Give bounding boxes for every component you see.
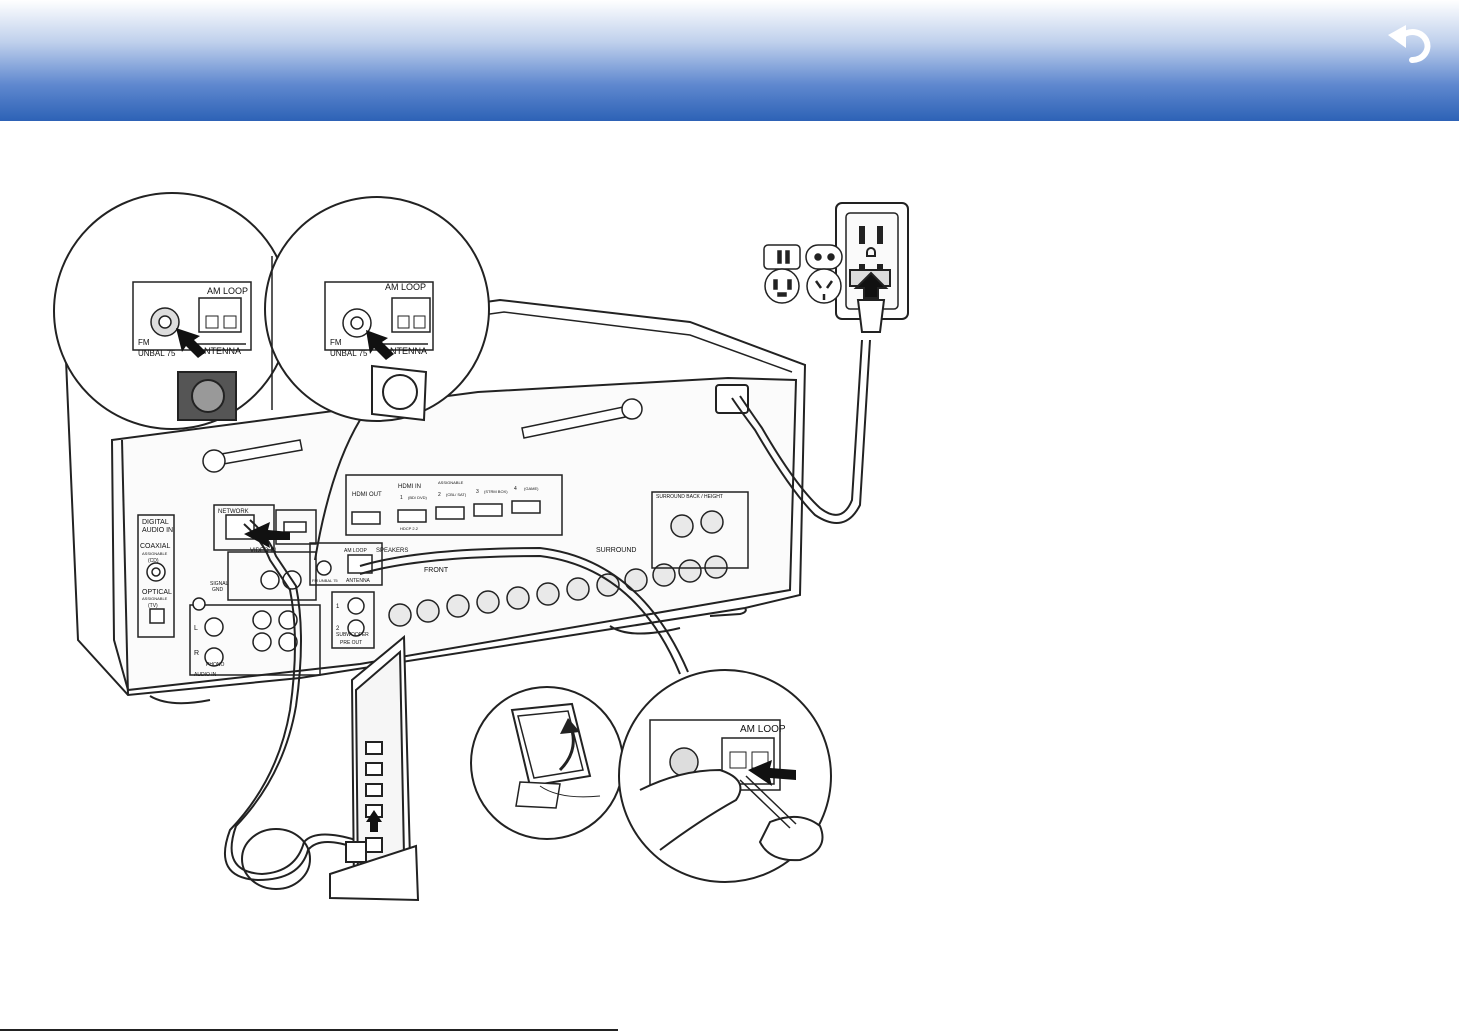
subwoofer-label: SUBWOOFER — [336, 632, 369, 638]
am-loop-label: AM LOOP — [207, 286, 248, 296]
hdmi-in-1-label: 1 — [400, 495, 403, 501]
hdmi-cbl-sat-label: (CBL/ SAT) — [446, 492, 467, 497]
wireless-antennas — [202, 398, 643, 473]
digital-audio-in-label: DIGITAL — [142, 519, 169, 526]
subwoofer-2-label: 2 — [336, 626, 340, 632]
back-button[interactable] — [1384, 22, 1436, 68]
plug-type-icon — [764, 268, 800, 304]
return-arrow-icon — [1388, 25, 1431, 64]
surround-label: SURROUND — [596, 547, 636, 554]
hdmi-in-4-label: 4 — [514, 486, 517, 492]
plug-type-icon — [763, 244, 801, 270]
wall-outlet — [835, 202, 909, 333]
power-cable — [731, 339, 871, 524]
am-loop-cable — [359, 546, 689, 675]
optical-assignable-label: ASSIGNABLE — [142, 596, 168, 601]
speaker-terminals — [388, 491, 749, 627]
coaxial-label: COAXIAL — [140, 543, 170, 550]
antenna-label: ANTENNA — [198, 346, 241, 356]
am-loop-terminal-inset: AM LOOP — [618, 669, 832, 883]
panel-antenna-label: ANTENNA — [346, 578, 371, 584]
panel-am-loop-label: AM LOOP — [344, 548, 367, 554]
hdmi-assignable-label: ASSIGNABLE — [438, 480, 464, 485]
hdmi-out-label: HDMI OUT — [352, 492, 382, 498]
hdmi-strm-box-label: (STRM BOX) — [484, 489, 508, 494]
coaxial-assignable-label: ASSIGNABLE — [142, 551, 168, 556]
network-insert-arrow — [244, 522, 290, 548]
panel-labels: DIGITAL AUDIO IN COAXIAL ASSIGNABLE (CD)… — [140, 480, 723, 678]
subwoofer-1-label: 1 — [336, 604, 340, 610]
coaxial-cd-label: (CD) — [148, 558, 159, 564]
am-loop-label: AM LOOP — [385, 282, 426, 292]
front-label: FRONT — [424, 567, 449, 574]
phono-l-label: L — [194, 625, 198, 632]
unbal-label: UNBAL 75 — [330, 349, 368, 358]
fm-label: FM — [330, 338, 342, 347]
phono-label: PHONO — [206, 662, 224, 668]
footer-rule — [0, 1029, 618, 1031]
pre-out-label: PRE OUT — [340, 640, 362, 646]
optical-label: OPTICAL — [142, 589, 172, 596]
audio-in-label: AUDIO IN — [194, 672, 217, 678]
hdmi-game-label: (GAME) — [524, 486, 539, 491]
network-label: NETWORK — [218, 509, 249, 515]
hdmi-in-label: HDMI IN — [398, 484, 421, 490]
hdcp-label: HDCP 2.2 — [400, 526, 419, 531]
video-in-label: VIDEO IN — [250, 548, 276, 554]
plug-type-insets — [763, 244, 843, 304]
hdmi-bd-dvd-label: (BD/ DVD) — [408, 495, 428, 500]
digital-audio-in-label-2: AUDIO IN — [142, 527, 173, 534]
panel-fm-label: FM UNBAL 75 — [312, 578, 338, 583]
surround-back-height-label: SURROUND BACK / HEIGHT — [656, 494, 723, 500]
antenna-label: ANTENNA — [384, 346, 427, 356]
header-banner — [0, 0, 1459, 121]
insert-arrow — [366, 810, 382, 832]
plug-type-icon — [806, 268, 842, 304]
router — [329, 634, 420, 902]
am-loop-label: AM LOOP — [740, 724, 786, 735]
antenna-inset-b: AM LOOP FM UNBAL 75 ANTENNA — [264, 196, 490, 561]
plug-type-icon — [805, 244, 843, 270]
gnd-label: GND — [212, 587, 224, 593]
unbal-label: UNBAL 75 — [138, 349, 176, 358]
signal-label: SIGNAL — [210, 581, 229, 587]
phono-r-label: R — [194, 650, 199, 657]
optical-tv-label: (TV) — [148, 603, 158, 609]
antenna-inset-a: AM LOOP FM UNBAL 75 ANTENNA — [53, 192, 291, 430]
hdmi-in-2-label: 2 — [438, 492, 441, 498]
lan-cable — [223, 519, 357, 890]
hdmi-in-3-label: 3 — [476, 489, 479, 495]
am-loop-assembly-inset — [470, 686, 624, 840]
speakers-label: SPEAKERS — [376, 548, 408, 554]
fm-label: FM — [138, 338, 150, 347]
